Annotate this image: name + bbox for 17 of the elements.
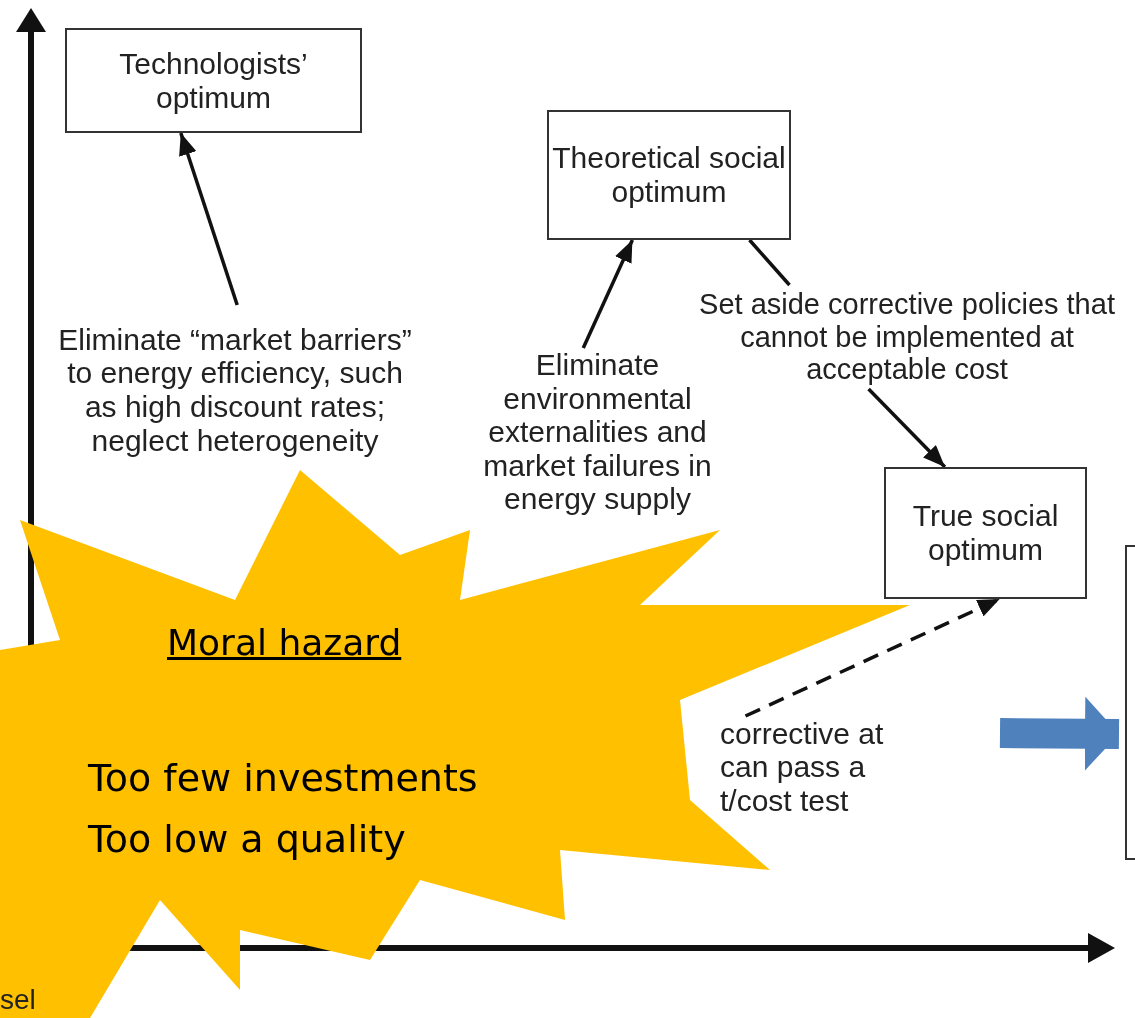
annotation-text: Eliminate “market barriers” to energy efficiency, such as high discount rates; neglect heterogeneity (57, 322, 413, 458)
callout-heading: Moral hazard (167, 622, 402, 663)
block-arrow (999, 696, 1120, 771)
box-label: Theoretical social optimum (551, 141, 787, 209)
callout-text: Too few investments Too low a quality (88, 755, 479, 863)
box-label: Technologists’ optimum (118, 46, 309, 115)
arrow (744, 597, 1001, 718)
arrow (581, 239, 634, 349)
axis-label: sel (0, 984, 36, 1016)
process-box (547, 110, 791, 240)
connector-line (748, 238, 791, 287)
process-box (884, 467, 1087, 599)
box-label: True social optimum (911, 499, 1060, 567)
annotation-text: corrective at can pass a t/cost test (720, 716, 885, 818)
process-box (65, 28, 362, 133)
arrow (179, 132, 239, 306)
arrow (867, 387, 947, 469)
